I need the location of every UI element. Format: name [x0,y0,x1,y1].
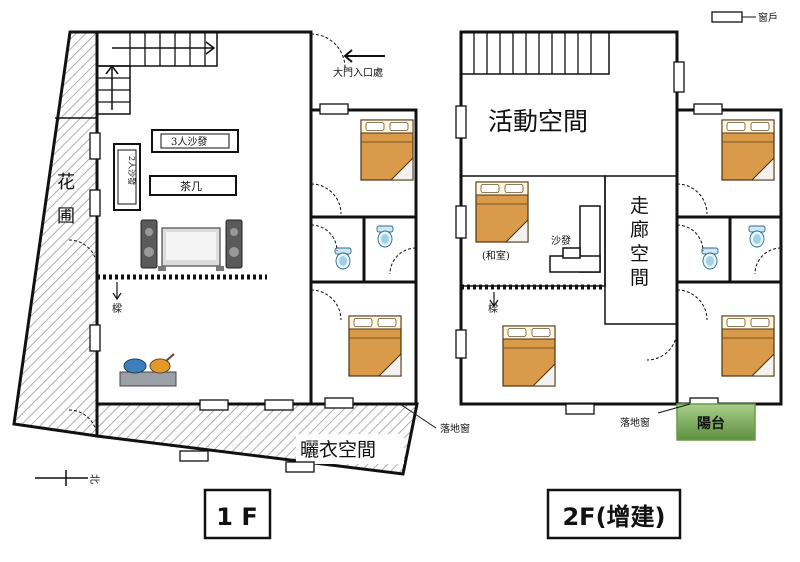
living-room [95,30,313,406]
window-legend-label: 窗戶 [758,11,778,24]
balcony [676,403,756,441]
drying-area-label: 曬衣空間 [300,439,376,461]
compass: 北 [35,470,100,486]
entrance-door-swing [310,33,346,69]
beam-label-2f: 樑 [488,302,498,315]
french-window-label-2f: 落地窗 [620,416,650,429]
stove-icon [119,353,177,387]
french-window-pointer [399,403,437,429]
bed-icon [721,119,775,181]
toilet-icon [701,247,719,270]
bed-icon [721,315,775,377]
tv-set-icon [140,219,243,271]
garden-area [12,30,99,438]
toilet-icon [748,225,766,248]
legend: 窗戶 [711,11,778,24]
beam-label: 樑 [112,302,122,315]
garden-label-char2: 圃 [57,206,75,227]
bedroom-2 [309,280,418,406]
floor1-title-box [203,488,272,540]
bed-icon [502,325,556,387]
north-label: 北 [88,474,100,484]
coffee-table-label: 茶几 [180,180,202,193]
garden-label-char1: 花 [57,172,75,193]
entrance-label: 大門入口處 [333,66,383,79]
activity-space-label: 活動空間 [488,107,588,136]
sofa-3-label: 3人沙發 [171,135,207,148]
corridor-label: 走 廊 空 間 [630,195,655,289]
bed-icon [475,181,529,243]
stairs [460,31,610,75]
toilet-icon [334,247,352,270]
french-window-label: 落地窗 [440,422,470,435]
window-legend-icon [711,11,743,23]
floor1-plan: 花 圃 曬衣空間 大門入口處 3人沙發 [12,30,470,476]
bed-icon [348,315,402,377]
balcony-label: 陽台 [697,415,725,432]
floor1-title: 1 F [216,503,257,531]
toilet-icon [376,225,394,248]
washitsu-label: (和室) [482,249,510,262]
garden-label: 花 圃 [57,172,81,227]
coffee-table [149,175,237,196]
bed-icon [360,119,414,181]
floor2-plan: 活動空間 (和室) 沙發 樑 走 廊 空 間 [455,30,783,441]
sofa-2-label: 2人沙發 [127,156,136,185]
floor2-title: 2F(增建) [562,503,665,531]
sofa-label: 沙發 [551,234,571,247]
floor2-title-box [546,488,682,540]
french-window-pointer-2f [657,403,691,414]
stairs [96,31,218,115]
